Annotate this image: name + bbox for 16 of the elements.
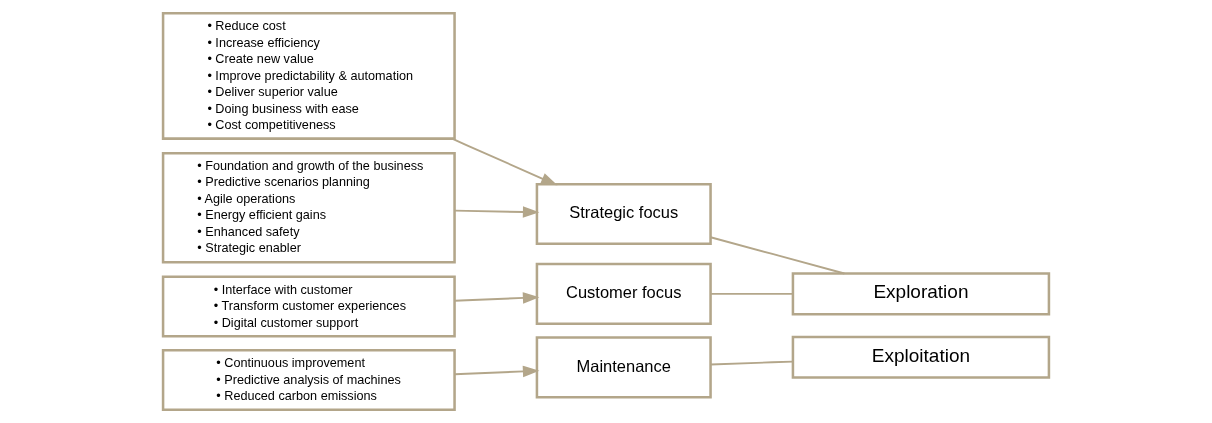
- arrow: [451, 137, 558, 186]
- node-box: Exploitation: [791, 335, 1051, 379]
- node-box: • Reduce cost • Increase efficiency • Create new value • Improve predictability & automation • Deliver superior value • Doing business with ease • Cost competitiveness: [161, 11, 456, 140]
- node-box: • Continuous improvement • Predictive analysis of machines • Reduced carbon emissions: [161, 349, 456, 412]
- node-box: Exploration: [791, 272, 1051, 316]
- arrow: [453, 206, 540, 218]
- connector: [709, 292, 794, 295]
- arrow: [453, 292, 540, 304]
- node-box: • Interface with customer • Transform customer experiences • Digital customer support: [161, 275, 456, 338]
- node-box: Maintenance: [535, 336, 712, 399]
- connector: [709, 236, 846, 275]
- connector: [709, 360, 794, 366]
- node-box: Strategic focus: [535, 183, 712, 246]
- node-box: Customer focus: [535, 262, 712, 325]
- node-box: • Foundation and growth of the business • Predictive scenarios planning • Agile operations • Energy efficient gains • Enhanced safety • Strategic enabler: [161, 151, 456, 264]
- arrow: [453, 365, 540, 378]
